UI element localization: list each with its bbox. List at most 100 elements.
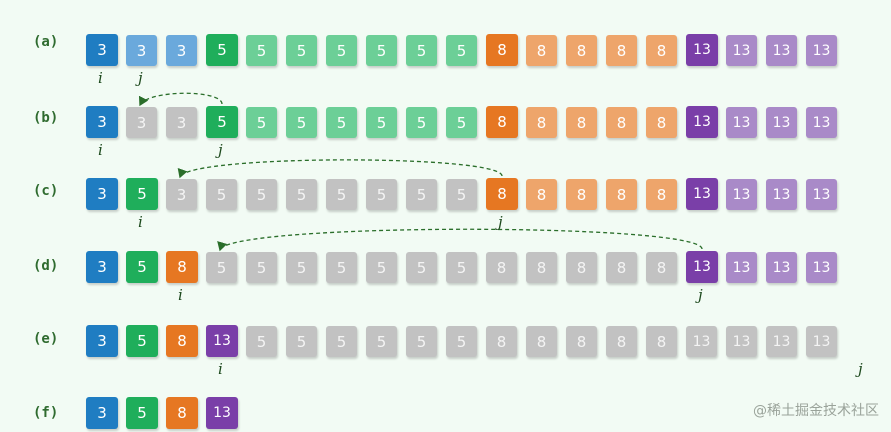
- array-cell: 5: [366, 326, 397, 357]
- pointer-j: j: [498, 213, 503, 231]
- array-cell: 5: [206, 34, 238, 66]
- array-cell: 8: [486, 326, 517, 357]
- array-cell: 3: [86, 106, 118, 138]
- array-cell: 8: [486, 106, 518, 138]
- array-cell: 5: [326, 252, 357, 283]
- array-cell: 5: [126, 397, 158, 429]
- array-cell: 5: [246, 179, 277, 210]
- array-cell: 5: [446, 107, 477, 138]
- array-cell: 5: [206, 252, 237, 283]
- watermark: @稀土掘金技术社区: [753, 403, 879, 419]
- array-cell: 5: [366, 252, 397, 283]
- array-cell: 8: [526, 252, 557, 283]
- array-cell: 3: [86, 325, 118, 357]
- array-cell: 5: [326, 35, 357, 66]
- array-cell: 8: [606, 252, 637, 283]
- move-arrow: [139, 92, 223, 107]
- array-cell: 3: [126, 35, 157, 66]
- pointer-i: i: [138, 213, 143, 231]
- array-cell: 5: [246, 252, 277, 283]
- row-label: (e): [33, 331, 59, 347]
- array-cell: 8: [486, 252, 517, 283]
- array-cell: 13: [806, 35, 837, 66]
- pointer-i: i: [98, 69, 103, 87]
- pointer-j: j: [858, 360, 863, 378]
- row-label: (c): [33, 183, 59, 199]
- array-cell: 13: [206, 325, 238, 357]
- array-cell: 13: [726, 326, 757, 357]
- array-cell: 5: [206, 106, 238, 138]
- array-cell: 8: [606, 107, 637, 138]
- pointer-i: i: [218, 360, 223, 378]
- row-label: (d): [33, 258, 59, 274]
- array-cell: 3: [86, 397, 118, 429]
- array-cell: 8: [646, 252, 677, 283]
- array-cell: 8: [566, 252, 597, 283]
- array-cell: 13: [806, 179, 837, 210]
- array-cell: 5: [126, 251, 158, 283]
- array-cell: 5: [246, 326, 277, 357]
- array-cell: 5: [366, 179, 397, 210]
- pointer-i: i: [98, 141, 103, 159]
- array-cell: 13: [206, 397, 238, 429]
- array-cell: 3: [86, 178, 118, 210]
- array-cell: 8: [166, 325, 198, 357]
- array-cell: 13: [686, 34, 718, 66]
- array-cell: 13: [766, 326, 797, 357]
- array-cell: 8: [486, 34, 518, 66]
- array-cell: 13: [726, 107, 757, 138]
- array-cell: 8: [566, 326, 597, 357]
- array-cell: 5: [126, 325, 158, 357]
- array-cell: 5: [326, 179, 357, 210]
- pointer-j: j: [218, 141, 223, 159]
- array-cell: 8: [166, 251, 198, 283]
- array-cell: 5: [326, 107, 357, 138]
- array-cell: 13: [726, 252, 757, 283]
- array-cell: 5: [366, 107, 397, 138]
- array-cell: 8: [486, 178, 518, 210]
- array-cell: 13: [686, 178, 718, 210]
- array-cell: 5: [286, 252, 317, 283]
- array-cell: 13: [766, 252, 797, 283]
- array-cell: 13: [806, 107, 837, 138]
- array-cell: 5: [406, 326, 437, 357]
- array-cell: 13: [766, 107, 797, 138]
- array-cell: 8: [566, 35, 597, 66]
- array-cell: 5: [406, 35, 437, 66]
- array-cell: 3: [86, 251, 118, 283]
- array-cell: 13: [686, 106, 718, 138]
- array-cell: 5: [446, 252, 477, 283]
- row-label: (b): [33, 110, 59, 126]
- array-cell: 8: [526, 179, 557, 210]
- array-cell: 13: [726, 179, 757, 210]
- array-cell: 8: [646, 107, 677, 138]
- array-cell: 8: [606, 35, 637, 66]
- array-cell: 5: [246, 107, 277, 138]
- array-cell: 5: [406, 179, 437, 210]
- array-cell: 5: [206, 179, 237, 210]
- array-cell: 5: [286, 35, 317, 66]
- array-cell: 3: [126, 107, 157, 138]
- array-cell: 5: [126, 178, 158, 210]
- array-cell: 8: [526, 35, 557, 66]
- array-cell: 8: [566, 179, 597, 210]
- array-cell: 5: [406, 252, 437, 283]
- array-cell: 3: [166, 107, 197, 138]
- array-cell: 8: [606, 326, 637, 357]
- array-cell: 3: [86, 34, 118, 66]
- array-cell: 5: [246, 35, 277, 66]
- row-label: (a): [33, 34, 59, 50]
- array-cell: 13: [686, 326, 717, 357]
- array-cell: 5: [286, 107, 317, 138]
- array-cell: 5: [446, 326, 477, 357]
- array-cell: 5: [326, 326, 357, 357]
- array-cell: 5: [286, 179, 317, 210]
- array-cell: 8: [526, 326, 557, 357]
- pointer-j: j: [698, 286, 703, 304]
- array-cell: 8: [566, 107, 597, 138]
- array-cell: 8: [526, 107, 557, 138]
- array-cell: 8: [646, 179, 677, 210]
- array-cell: 5: [286, 326, 317, 357]
- array-cell: 3: [166, 179, 197, 210]
